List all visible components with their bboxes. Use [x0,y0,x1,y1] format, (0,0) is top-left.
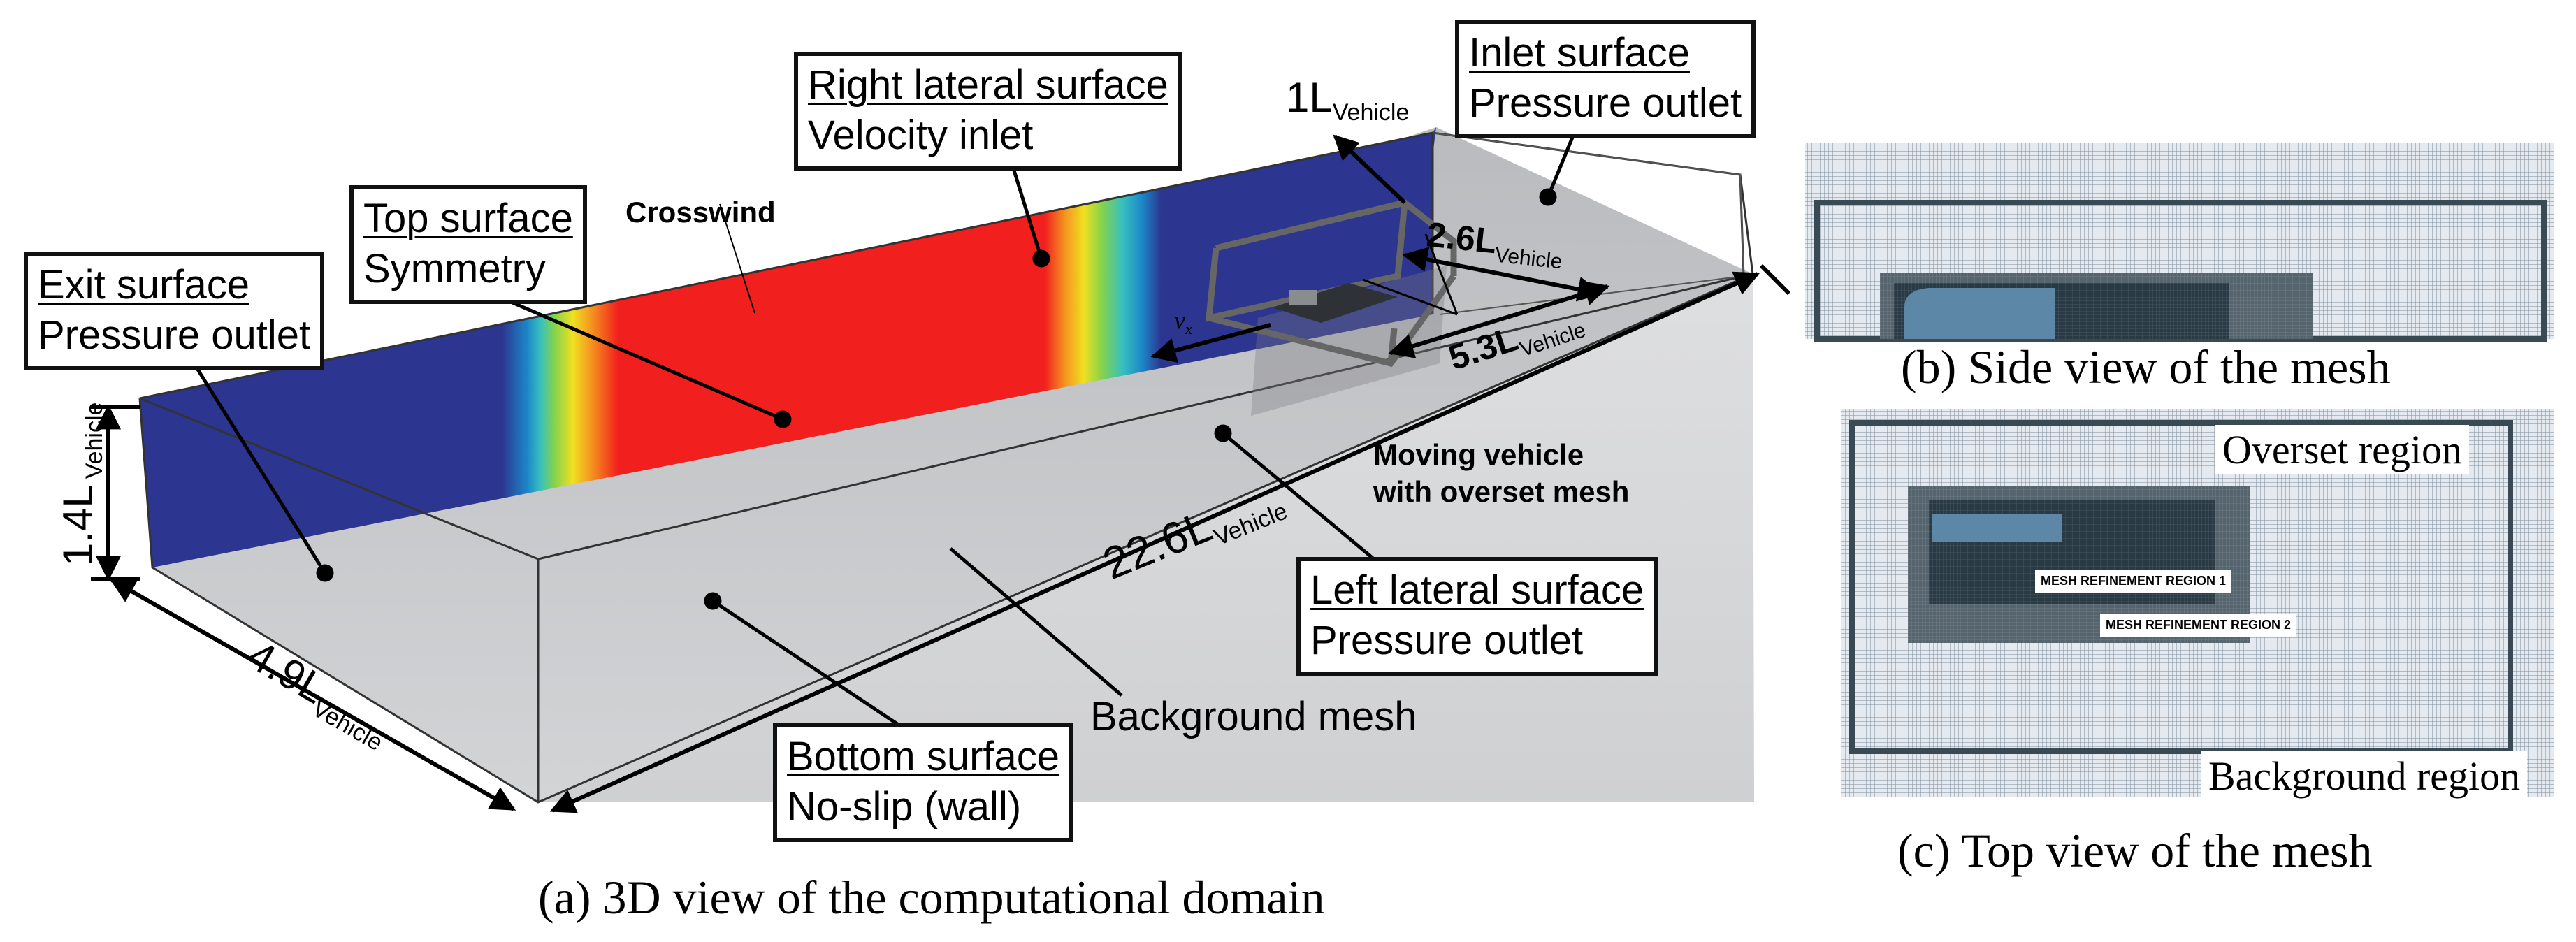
moving-vehicle-label-line1: Moving vehicle [1373,438,1584,471]
top-condition: Symmetry [363,246,546,291]
exit-surface-label: Exit surface Pressure outlet [24,252,325,370]
overset-region-label: Overset region [2215,425,2470,474]
left-lateral-condition: Pressure outlet [1310,618,1584,663]
top-view-caption: (c) Top view of the mesh [1897,824,2372,877]
right-lateral-label: Right lateral surface Velocity inlet [794,52,1182,171]
box-height-dim-label: 1LVehicle [1286,74,1409,126]
side-view-mesh [1805,143,2554,342]
bottom-surface-label: Bottom surface No-slip (wall) [773,723,1074,842]
bottom-condition: No-slip (wall) [787,784,1022,829]
exit-title: Exit surface [38,262,249,307]
inlet-condition: Pressure outlet [1469,80,1742,126]
background-region-label: Background region [2201,751,2528,801]
dimension-lines [91,134,1791,813]
side-view-caption: (b) Side view of the mesh [1901,340,2391,393]
inlet-surface-label: Inlet surface Pressure outlet [1455,20,1756,138]
right-lateral-title: Right lateral surface [808,62,1168,108]
height-dim-label: 1.4LVehicle [55,403,108,566]
domain-caption: (a) 3D view of the computational domain [538,871,1325,924]
top-title: Top surface [363,196,573,241]
moving-vehicle-label-line2: with overset mesh [1373,475,1629,508]
exit-condition: Pressure outlet [38,312,311,358]
left-lateral-label: Left lateral surface Pressure outlet [1296,557,1658,676]
mesh-refinement-region-1-label: MESH REFINEMENT REGION 1 [2035,570,2232,593]
left-lateral-title: Left lateral surface [1310,567,1644,613]
right-lateral-condition: Velocity inlet [808,113,1034,158]
top-surface-label: Top surface Symmetry [349,185,587,304]
velocity-label: vx [1174,306,1192,338]
crosswind-label: Crosswind [625,196,776,229]
mesh-refinement-region-2-label: MESH REFINEMENT REGION 2 [2100,614,2297,637]
background-mesh-label: Background mesh [1090,694,1417,739]
bottom-title: Bottom surface [787,734,1060,779]
inlet-title: Inlet surface [1469,30,1690,75]
